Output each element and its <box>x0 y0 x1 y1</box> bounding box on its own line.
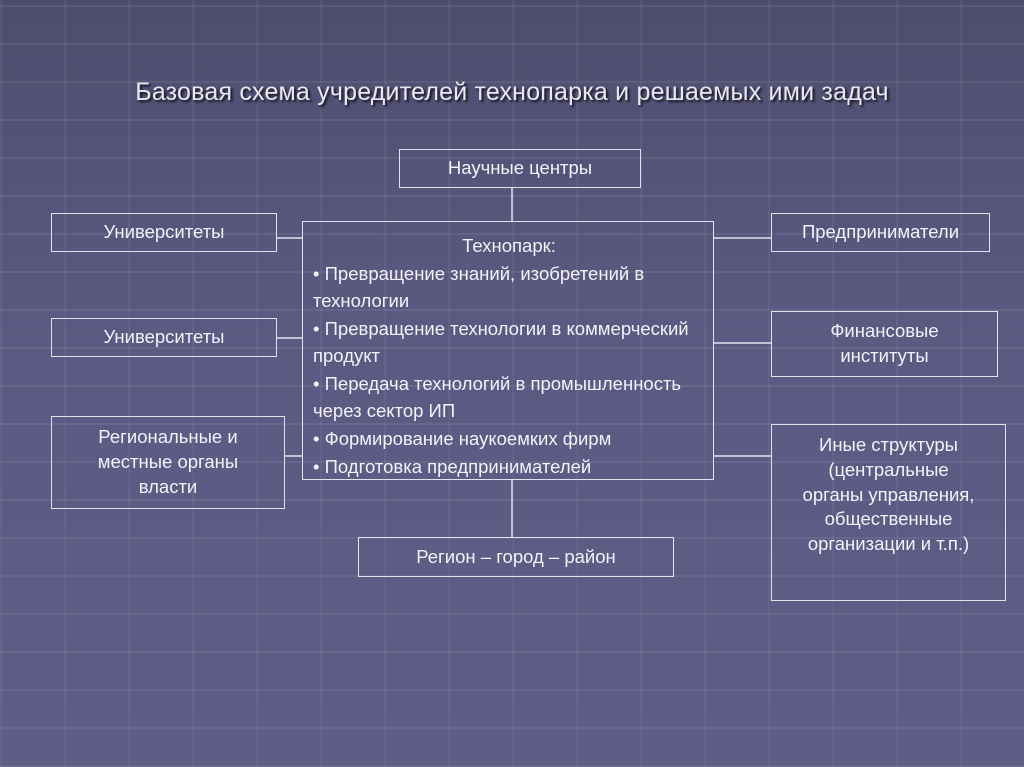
node-text: Региональные и <box>98 426 238 448</box>
node-technopark: Технопарк: Превращение знаний, изобретен… <box>302 221 714 480</box>
technopark-task-item: Превращение знаний, изобретений в технол… <box>313 260 705 315</box>
node-text: власти <box>138 475 198 497</box>
node-regional-authorities: Региональные и местные органы власти <box>51 416 285 509</box>
node-text: Иные структуры <box>819 434 958 455</box>
technopark-task-item: Превращение технологии в коммерческий пр… <box>313 315 705 370</box>
node-text: Предприниматели <box>801 221 960 243</box>
node-text: Регион – город – район <box>416 545 616 567</box>
node-text: местные органы <box>97 451 239 473</box>
technopark-heading: Технопарк: <box>462 235 556 256</box>
node-universities-1: Университеты <box>51 213 277 252</box>
node-text: институты <box>840 345 929 366</box>
technopark-task-item: Передача технологий в промышленность чер… <box>313 370 705 425</box>
node-text: Университеты <box>103 221 225 243</box>
node-financial-institutions: Финансовые институты <box>771 311 998 377</box>
node-text: общественные <box>824 508 953 530</box>
node-text: Университеты <box>103 326 225 348</box>
node-text: Научные центры <box>447 157 593 179</box>
node-text: органы управления, <box>802 483 975 505</box>
node-other-structures: Иные структуры (центральные органы управ… <box>771 424 1006 601</box>
node-science-centers: Научные центры <box>399 149 641 188</box>
node-universities-2: Университеты <box>51 318 277 357</box>
node-region: Регион – город – район <box>358 537 674 577</box>
node-entrepreneurs: Предприниматели <box>771 213 990 252</box>
slide-title: Базовая схема учредителей технопарка и р… <box>135 78 889 106</box>
technopark-task-item: Подготовка предпринимателей <box>313 453 705 481</box>
node-text: Финансовые <box>830 320 939 342</box>
technopark-task-list: Превращение знаний, изобретений в технол… <box>313 260 705 481</box>
node-text: (центральные <box>828 458 949 480</box>
technopark-task-item: Формирование наукоемких фирм <box>313 425 705 453</box>
node-text: организации и т.п.) <box>807 533 970 555</box>
